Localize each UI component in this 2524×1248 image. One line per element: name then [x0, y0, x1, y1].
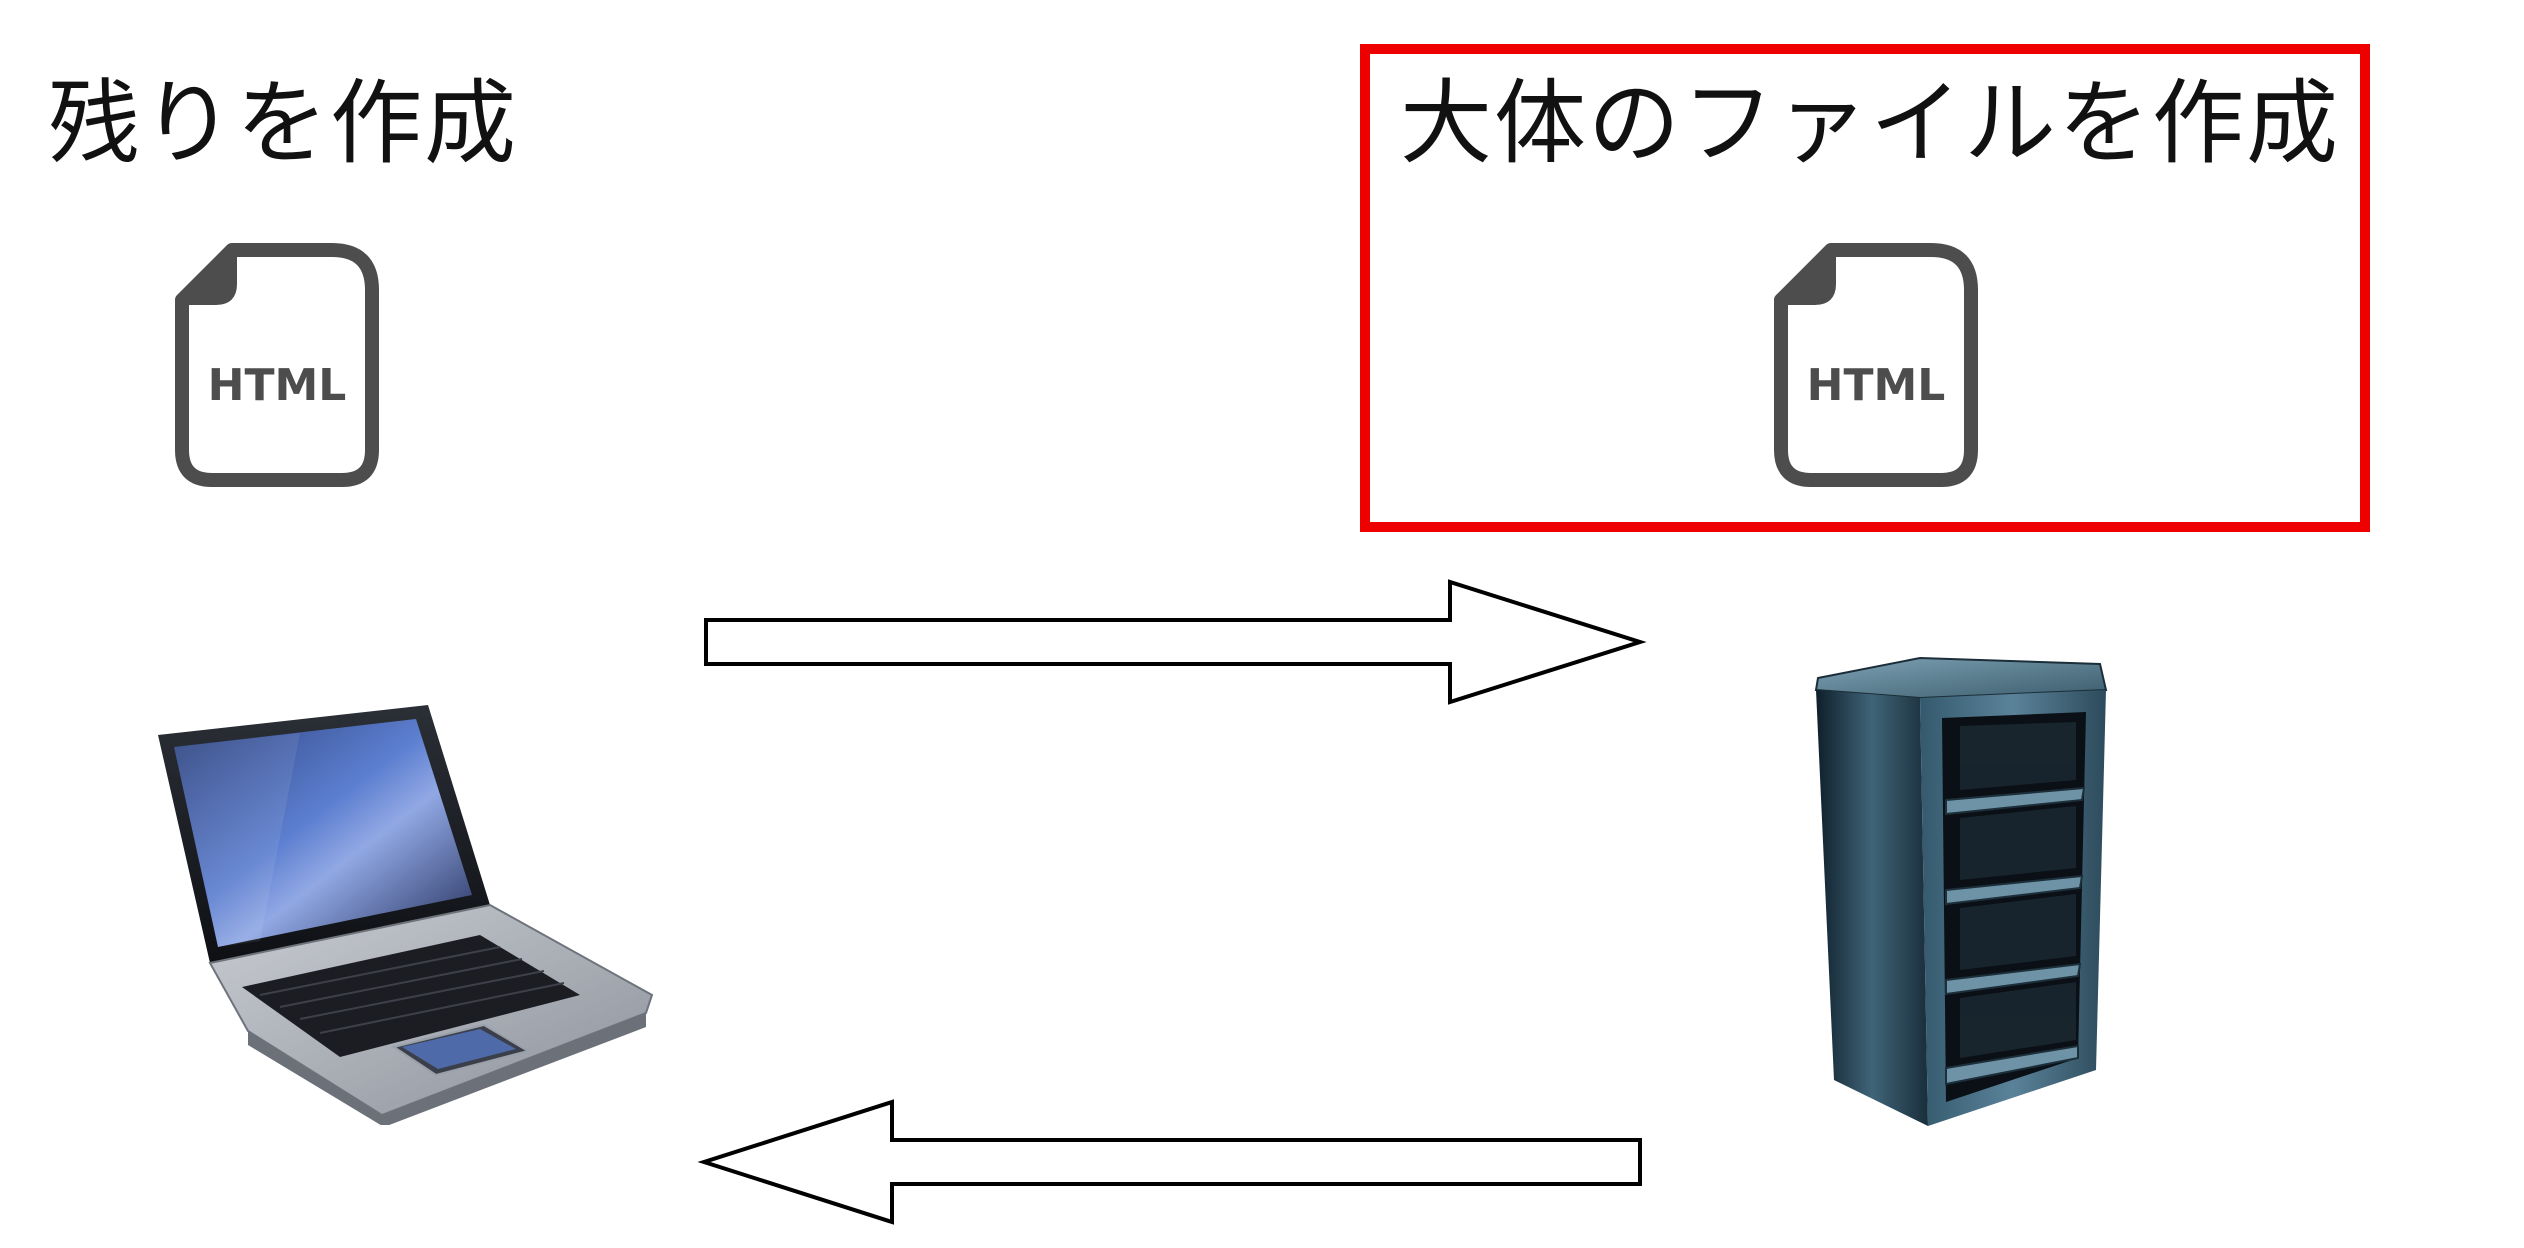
- server-task-label: 大体のファイルを作成: [1399, 70, 2340, 177]
- request-arrow: [704, 579, 1647, 705]
- html-file-icon: HTML: [175, 243, 379, 487]
- file-type-text: HTML: [1807, 360, 1946, 411]
- laptop-icon: [158, 705, 654, 1125]
- server-rack-icon: [1814, 656, 2108, 1126]
- client-task-label: 残りを作成: [48, 70, 519, 177]
- server-highlight-box: [1360, 44, 2370, 532]
- file-type-text: HTML: [208, 360, 347, 411]
- response-arrow: [697, 1099, 1642, 1225]
- html-file-icon: HTML: [1774, 243, 1978, 487]
